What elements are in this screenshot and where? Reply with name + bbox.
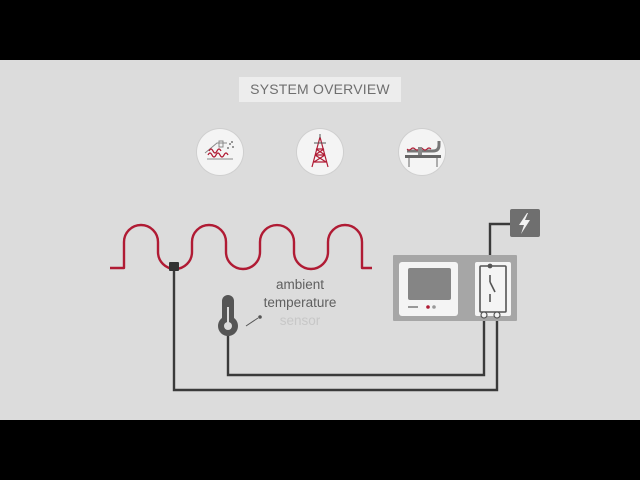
- lightning-bolt-icon: [519, 213, 530, 234]
- heating-cable: [110, 223, 372, 271]
- diagram-title: SYSTEM OVERVIEW: [239, 77, 401, 102]
- letterbox-bottom: [0, 420, 640, 480]
- cable-junction: [169, 262, 179, 271]
- sensor-label-line3: sensor: [279, 313, 321, 328]
- pipe-heating-icon: [399, 129, 445, 175]
- sensor-wire: [226, 315, 486, 377]
- letterbox-top: [0, 0, 640, 60]
- system-overview-diagram: SYSTEM OVERVIEW: [0, 60, 640, 420]
- roof-snow-melting-icon: [197, 129, 243, 175]
- wiring-diagram: [110, 209, 540, 392]
- power-supply-wire: [488, 222, 511, 257]
- heating-cable-lead: [172, 267, 499, 392]
- thermostat-display: [408, 268, 451, 300]
- sensor-label-line1: ambient: [275, 277, 325, 292]
- transmission-tower-icon: [297, 129, 343, 175]
- sensor-label-line2: temperature: [263, 295, 337, 310]
